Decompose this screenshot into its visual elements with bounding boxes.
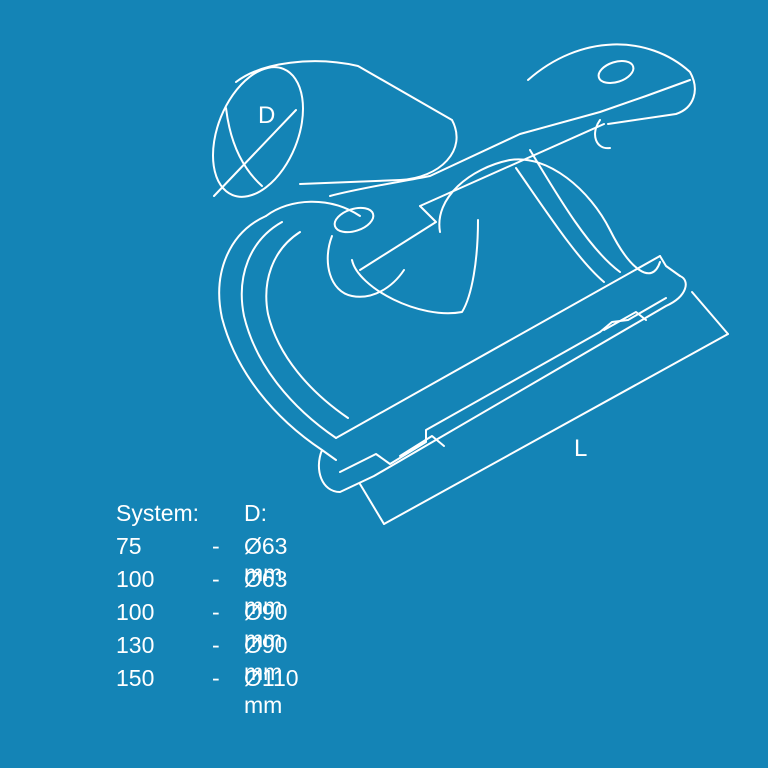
diameter-header: D:: [244, 500, 267, 526]
system-value: 100: [116, 599, 155, 625]
diameter-line: [213, 109, 297, 197]
diameter-label: D: [258, 102, 276, 129]
separator-dash: -: [212, 665, 220, 691]
separator-dash: -: [212, 566, 220, 592]
upper-shell: [326, 43, 696, 315]
system-value: 75: [116, 533, 142, 559]
diameter-value: Ø90 mm: [244, 632, 288, 685]
lower-shell: [218, 200, 687, 493]
diameter-value: Ø110 mm: [244, 665, 299, 718]
system-value: 130: [116, 632, 155, 658]
length-dimension: [359, 291, 729, 525]
system-value: 100: [116, 566, 155, 592]
system-header: System:: [116, 500, 200, 526]
length-label: L: [574, 435, 588, 462]
diameter-value: Ø63 mm: [244, 566, 288, 619]
system-value: 150: [116, 665, 155, 691]
separator-dash: -: [212, 632, 220, 658]
separator-dash: -: [212, 533, 220, 559]
separator-dash: -: [212, 599, 220, 625]
outlet-pipe: [212, 60, 458, 198]
diameter-value: Ø63 mm: [244, 533, 288, 586]
diameter-value: Ø90 mm: [244, 599, 288, 652]
